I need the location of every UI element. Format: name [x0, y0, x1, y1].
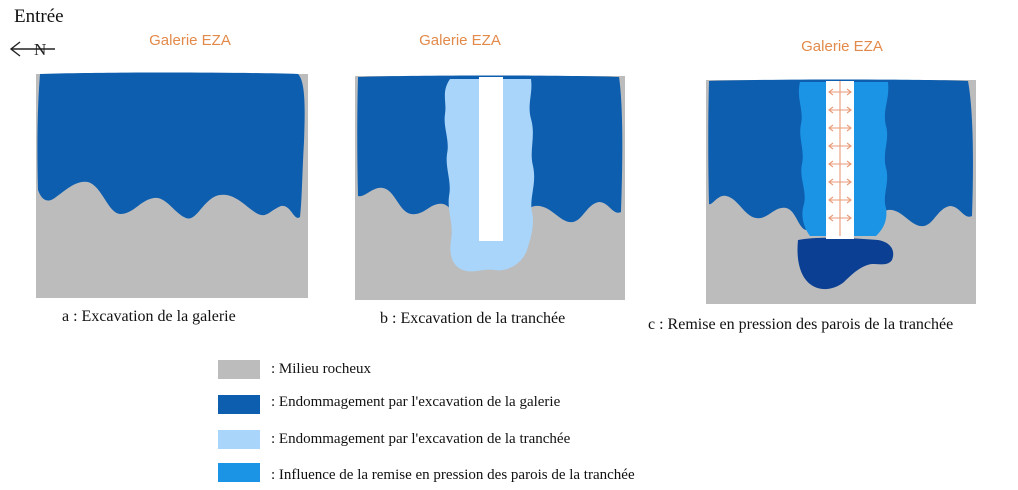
entrance-label: Entrée [14, 6, 64, 27]
panel-c-caption: c : Remise en pression des parois de la … [648, 316, 954, 333]
legend-swatch-pressure-influence [218, 463, 260, 482]
pressure-arrow [828, 88, 852, 96]
panel-a-diagram [36, 72, 308, 298]
trench-void [479, 77, 503, 241]
legend-label-trench-damage: : Endommagement par l'excavation de la t… [271, 431, 571, 447]
pressure-arrow [828, 178, 852, 186]
dark-damage-zone [797, 237, 894, 290]
panel-b-diagram [355, 75, 625, 300]
legend-swatch-trench-damage [218, 430, 260, 449]
pressure-arrows [828, 81, 852, 236]
panel-c-title: Galerie EZA [801, 38, 883, 55]
north-label: N [34, 40, 46, 59]
legend-swatch-gallery-damage [218, 395, 260, 414]
legend-label-gallery-damage: : Endommagement par l'excavation de la g… [271, 394, 561, 410]
panel-b-title: Galerie EZA [419, 32, 501, 49]
gallery-damage-zone [37, 72, 305, 219]
pressure-arrow [828, 142, 852, 150]
panel-b-caption: b : Excavation de la tranchée [380, 310, 566, 327]
pressure-arrow [828, 160, 852, 168]
pressure-arrow [828, 124, 852, 132]
legend-swatch-rock [218, 360, 260, 379]
north-arrow-icon: N [9, 40, 55, 59]
panel-c-diagram [706, 79, 976, 304]
panel-a-caption: a : Excavation de la galerie [62, 308, 236, 325]
pressure-arrow [828, 196, 852, 204]
legend-label-pressure-influence: : Influence de la remise en pression des… [271, 467, 635, 483]
panel-a-title: Galerie EZA [149, 32, 231, 49]
pressure-arrow [828, 106, 852, 114]
legend-label-rock: : Milieu rocheux [271, 361, 371, 377]
pressure-arrow [828, 214, 852, 222]
